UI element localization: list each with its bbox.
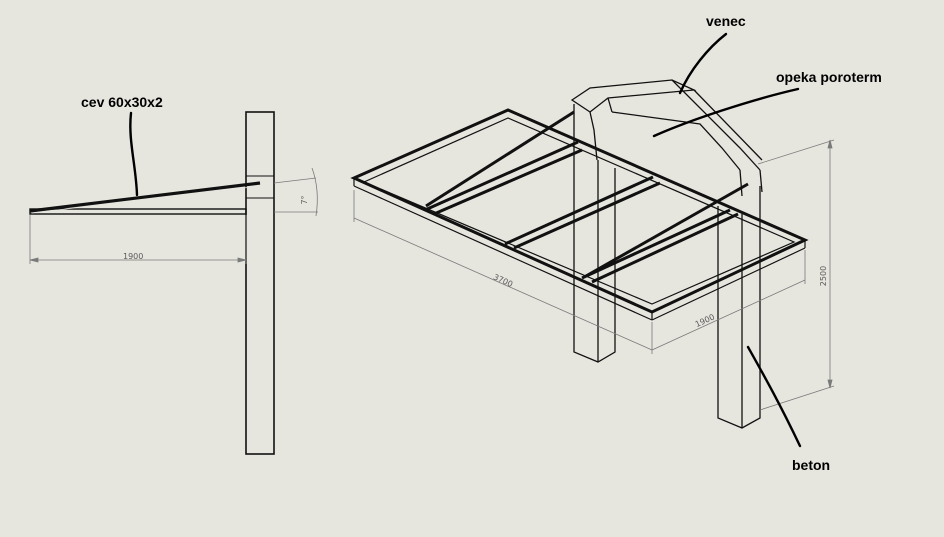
pipe-leader (129, 111, 139, 197)
height-dimension: 2500 (819, 266, 828, 286)
side-overhang-dimension: 1900 (123, 252, 143, 261)
side-dimensions (29, 167, 318, 264)
roof-crossbeams (424, 140, 739, 284)
pillar-front (717, 186, 761, 429)
side-inclined-pipe (29, 181, 261, 213)
length-dimension: 3700 (492, 272, 514, 289)
isometric-view (350, 79, 809, 429)
ring-beam-leader (678, 32, 728, 95)
side-inclined-pipe-inner (31, 185, 261, 214)
side-view (29, 111, 275, 455)
concrete-leader (746, 345, 802, 448)
roof-frame-inner (353, 117, 806, 321)
depth-dimension: 1900 (694, 312, 716, 329)
brick-label: opeka poroterm (776, 69, 882, 85)
iso-dimensions (353, 139, 835, 411)
ring-beam-label: venec (706, 13, 746, 29)
angle-dimension: 7° (300, 195, 309, 204)
brick-leader (652, 87, 800, 138)
side-beam (29, 208, 247, 215)
concrete-label: beton (792, 457, 831, 473)
side-column (245, 111, 275, 455)
inclined-pipes (425, 110, 749, 278)
pipe-label: cev 60x30x2 (81, 94, 163, 110)
pillar-back (573, 104, 616, 363)
ring-beam (570, 79, 763, 197)
